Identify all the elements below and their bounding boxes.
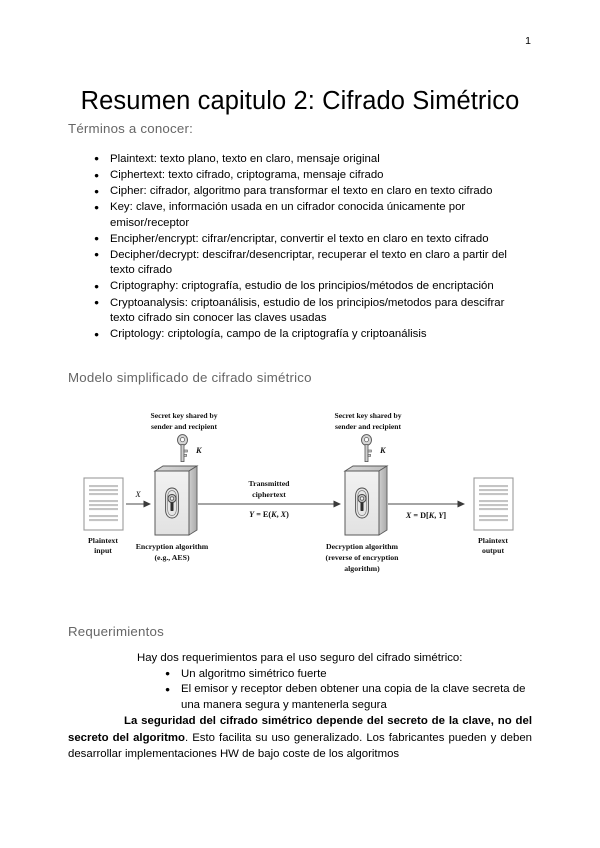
terminos-list: Plaintext: texto plano, texto en claro, … xyxy=(68,151,532,343)
list-item: Criptology: criptología, campo de la cri… xyxy=(68,327,532,343)
section-heading-modelo: Modelo simplificado de cifrado simétrico xyxy=(68,370,312,386)
list-item: Cipher: cifrador, algoritmo para transfo… xyxy=(68,184,532,200)
spacer xyxy=(68,605,532,623)
svg-text:Plaintext: Plaintext xyxy=(478,536,508,545)
list-item: Plaintext: texto plano, texto en claro, … xyxy=(68,151,532,168)
page-number: 1 xyxy=(525,35,531,47)
svg-text:output: output xyxy=(482,546,505,555)
svg-text:(e.g., AES): (e.g., AES) xyxy=(154,553,189,562)
list-item: Criptography: criptografía, estudio de l… xyxy=(68,279,532,295)
requerimientos-paragraph: La seguridad del cifrado simétrico depen… xyxy=(68,713,532,762)
list-item: Key: clave, información usada en un cifr… xyxy=(68,200,532,231)
svg-text:algorithm): algorithm) xyxy=(344,564,380,573)
svg-text:(reverse of encryption: (reverse of encryption xyxy=(325,553,399,562)
spacer xyxy=(68,138,532,152)
section-heading-requerimientos: Requerimientos xyxy=(68,624,164,640)
list-item: Decipher/decrypt: descifrar/desencriptar… xyxy=(68,247,532,279)
section-heading-terminos: Términos a conocer: xyxy=(68,121,193,136)
page-title: Resumen capitulo 2: Cifrado Simétrico xyxy=(80,87,520,116)
svg-text:Transmitted: Transmitted xyxy=(248,479,290,488)
svg-text:Encryption algorithm: Encryption algorithm xyxy=(136,542,209,551)
spacer xyxy=(68,387,532,405)
svg-text:K: K xyxy=(195,446,203,455)
svg-text:sender and recipient: sender and recipient xyxy=(335,422,401,431)
figure-symmetric-cipher-model: Secret key shared by sender and recipien… xyxy=(68,405,532,605)
requerimientos-body: Hay dos requerimientos para el uso segur… xyxy=(68,651,532,762)
svg-text:Secret key shared by: Secret key shared by xyxy=(334,411,401,420)
list-item: Cryptoanalysis: criptoanálisis, estudio … xyxy=(68,295,532,327)
requerimientos-list: Un algoritmo simétrico fuerte El emisor … xyxy=(68,666,532,714)
spacer xyxy=(68,641,532,651)
list-item: Ciphertext: texto cifrado, criptograma, … xyxy=(68,168,532,184)
svg-text:Plaintext: Plaintext xyxy=(88,536,118,545)
svg-text:ciphertext: ciphertext xyxy=(252,490,286,499)
paragraph-rest: . Esto facilita su uso generalizado. Los… xyxy=(68,731,532,760)
svg-text:input: input xyxy=(94,546,112,555)
list-item: Un algoritmo simétrico fuerte xyxy=(68,666,532,683)
svg-text:sender and recipient: sender and recipient xyxy=(151,422,217,431)
svg-text:Decryption algorithm: Decryption algorithm xyxy=(326,542,399,551)
list-item: El emisor y receptor deben obtener una c… xyxy=(68,682,532,713)
list-item: Encipher/encrypt: cifrar/encriptar, conv… xyxy=(68,231,532,248)
svg-text:K: K xyxy=(379,446,387,455)
paragraph-bold-lead: La seguridad del cifrado simétrico depen… xyxy=(68,715,532,744)
spacer xyxy=(68,343,532,369)
document-content: Términos a conocer: Plaintext: texto pla… xyxy=(68,120,532,762)
svg-text:X = D[K, Y]: X = D[K, Y] xyxy=(405,511,446,520)
svg-text:Y = E(K, X): Y = E(K, X) xyxy=(249,510,289,519)
symmetric-cipher-diagram: Secret key shared by sender and recipien… xyxy=(83,411,514,573)
svg-text:Secret key shared by: Secret key shared by xyxy=(150,411,217,420)
requerimientos-intro: Hay dos requerimientos para el uso segur… xyxy=(137,652,463,665)
svg-text:X: X xyxy=(134,490,141,499)
